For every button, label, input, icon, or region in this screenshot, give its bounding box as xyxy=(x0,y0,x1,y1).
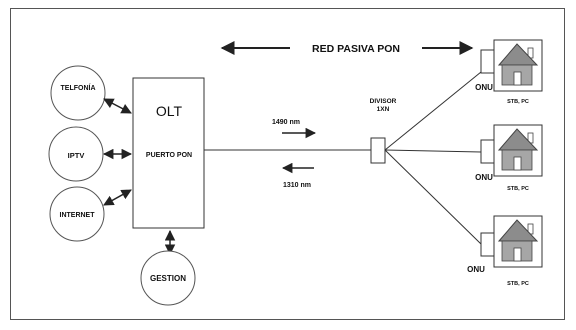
downstream-label: 1490 nm xyxy=(272,119,300,126)
splitter-label-2: 1XN xyxy=(377,106,390,113)
house-icon xyxy=(497,219,539,262)
upstream-label: 1310 nm xyxy=(283,182,311,189)
svg-text:INTERNET: INTERNET xyxy=(60,212,96,219)
svg-text:TELFONÍA: TELFONÍA xyxy=(61,83,96,92)
gestion-node: GESTION xyxy=(140,250,196,306)
service-iptv: IPTV xyxy=(48,126,104,182)
house-icon xyxy=(497,43,539,86)
onu-2-device: STB, PC xyxy=(507,186,529,192)
house-icon xyxy=(497,128,539,171)
onu-1-label: ONU xyxy=(475,83,493,92)
service-internet: INTERNET xyxy=(49,186,105,242)
onu-1: ONU STB, PC xyxy=(475,39,543,105)
title: RED PASIVA PON xyxy=(312,43,400,55)
onu-3: ONU STB, PC xyxy=(467,215,543,287)
onu-2: ONU STB, PC xyxy=(475,124,543,192)
service-telefonia: TELFONÍA xyxy=(50,65,106,121)
branch-3 xyxy=(384,149,482,245)
arrow-internet-olt xyxy=(103,189,132,206)
onu-1-device: STB, PC xyxy=(507,99,529,105)
onu-3-label: ONU xyxy=(467,265,485,274)
splitter-box xyxy=(370,137,386,164)
olt-box: OLT PUERTO PON xyxy=(132,77,205,229)
olt-name: OLT xyxy=(156,103,183,119)
branch-1 xyxy=(384,71,482,151)
onu-2-label: ONU xyxy=(475,173,493,182)
svg-text:IPTV: IPTV xyxy=(68,151,85,160)
branch-2 xyxy=(384,149,482,153)
svg-text:GESTION: GESTION xyxy=(150,274,186,283)
splitter-label-1: DIVISOR xyxy=(370,98,397,105)
arrow-telefonia-olt xyxy=(103,98,132,114)
olt-port: PUERTO PON xyxy=(146,152,192,159)
onu-3-device: STB, PC xyxy=(507,281,529,287)
